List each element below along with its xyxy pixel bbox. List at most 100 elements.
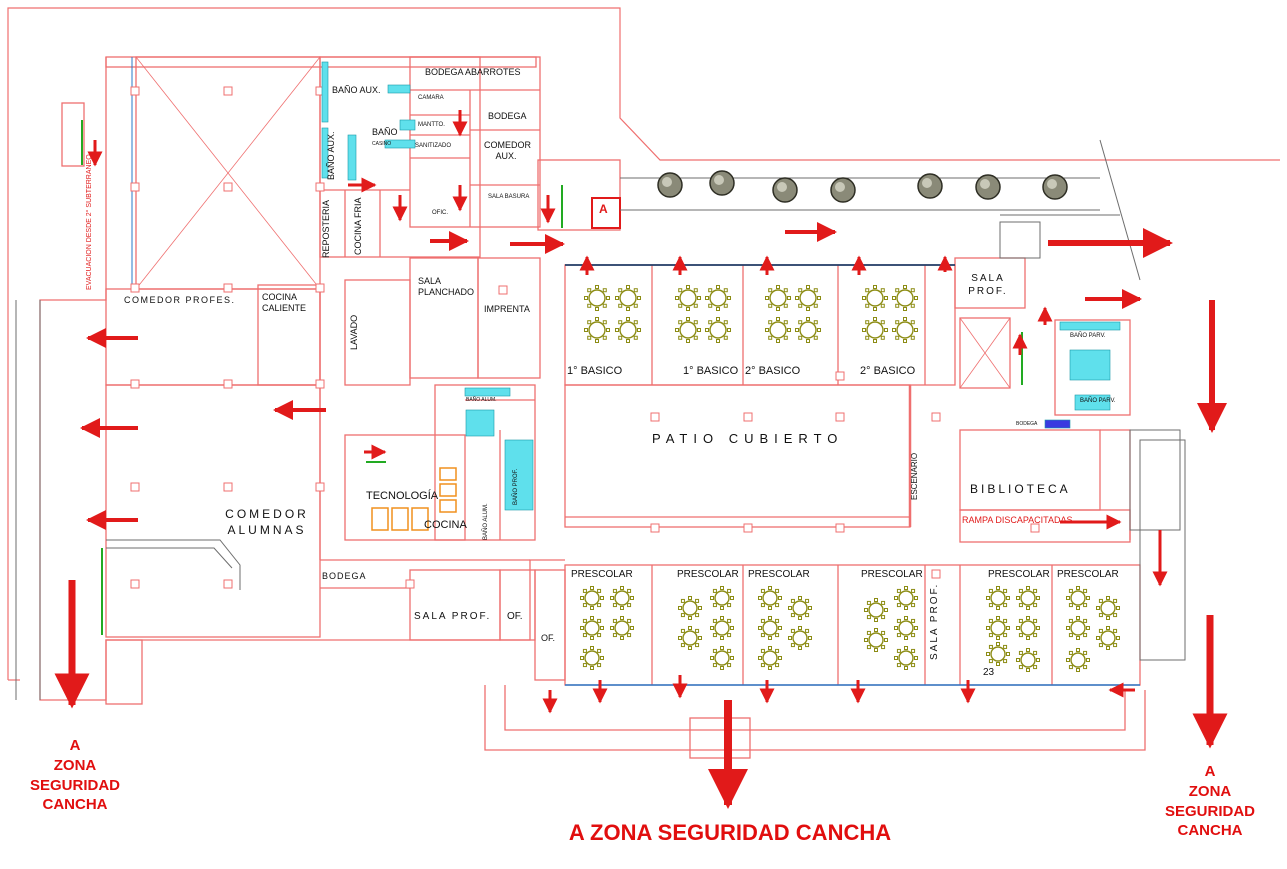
- chair-icon: [813, 320, 818, 325]
- chair-icon: [776, 285, 780, 289]
- chair-icon: [914, 626, 918, 630]
- chair-icon: [880, 303, 885, 308]
- room-label-tecnologia: TECNOLOGÍA: [366, 490, 439, 502]
- chair-icon: [712, 588, 717, 593]
- chair-icon: [1086, 626, 1090, 630]
- chair-icon: [1003, 618, 1008, 623]
- room-label-prescolar-4: PRESCOLAR: [861, 569, 923, 580]
- safety-zone-left-line-3: SEGURIDAD: [29, 776, 120, 794]
- chair-icon: [1026, 606, 1030, 610]
- chair-icon: [595, 307, 599, 311]
- chair-icon: [1033, 650, 1038, 655]
- chair-icon: [610, 626, 614, 630]
- chair-icon: [1116, 606, 1120, 610]
- room-label-bano: BAÑO: [372, 127, 398, 137]
- round-table-icon: [990, 646, 1006, 662]
- chair-icon: [783, 320, 788, 325]
- chair-icon: [895, 288, 900, 293]
- round-table-icon: [1020, 590, 1036, 606]
- chair-icon: [678, 636, 682, 640]
- chair-icon: [1003, 588, 1008, 593]
- chair-icon: [705, 296, 709, 300]
- chair-icon: [680, 643, 685, 648]
- chair-icon: [618, 335, 623, 340]
- chair-icon: [1113, 598, 1118, 603]
- chair-icon: [775, 663, 780, 668]
- chair-icon: [1026, 648, 1030, 652]
- round-table-icon: [866, 321, 884, 339]
- chair-icon: [618, 288, 623, 293]
- chair-icon: [790, 643, 795, 648]
- chair-icon: [862, 328, 866, 332]
- chair-icon: [580, 626, 584, 630]
- round-table-icon: [866, 289, 884, 307]
- chair-icon: [866, 630, 871, 635]
- chair-icon: [904, 666, 908, 670]
- chair-icon: [1026, 636, 1030, 640]
- chair-icon: [806, 285, 810, 289]
- chair-icon: [698, 606, 702, 610]
- chair-icon: [996, 662, 1000, 666]
- chair-icon: [587, 320, 592, 325]
- room-label-prescolar-5: PRESCOLAR: [988, 569, 1050, 580]
- chair-icon: [633, 335, 638, 340]
- chair-icon: [910, 288, 915, 293]
- chair-icon: [776, 317, 780, 321]
- chair-icon: [813, 303, 818, 308]
- room-label-biblioteca: BIBLIOTECA: [970, 482, 1071, 496]
- chair-icon: [710, 656, 714, 660]
- chair-icon: [805, 598, 810, 603]
- chair-icon: [582, 633, 587, 638]
- chair-icon: [903, 317, 907, 321]
- chair-icon: [768, 646, 772, 650]
- chair-icon: [686, 317, 690, 321]
- chair-icon: [1083, 588, 1088, 593]
- chair-icon: [873, 317, 877, 321]
- chair-icon: [988, 633, 993, 638]
- chair-icon: [627, 603, 632, 608]
- chair-icon: [582, 603, 587, 608]
- chair-icon: [695, 598, 700, 603]
- chair-icon: [986, 652, 990, 656]
- chair-icon: [790, 598, 795, 603]
- chair-icon: [760, 603, 765, 608]
- chair-icon: [712, 663, 717, 668]
- round-table-icon: [896, 289, 914, 307]
- chair-icon: [720, 636, 724, 640]
- chair-icon: [805, 613, 810, 618]
- chair-icon: [911, 633, 916, 638]
- room-label-bodega-abarrotes: BODEGA ABARROTES: [425, 67, 521, 77]
- chair-icon: [881, 615, 886, 620]
- room-label-cocina: COCINA: [424, 519, 467, 531]
- chair-icon: [1003, 644, 1008, 649]
- chair-icon: [892, 296, 896, 300]
- chair-icon: [765, 296, 769, 300]
- chair-icon: [865, 335, 870, 340]
- chair-icon: [768, 288, 773, 293]
- chair-icon: [582, 648, 587, 653]
- chair-icon: [880, 320, 885, 325]
- chair-icon: [730, 596, 734, 600]
- chair-icon: [988, 618, 993, 623]
- chair-icon: [1098, 613, 1103, 618]
- chair-icon: [597, 633, 602, 638]
- chair-icon: [760, 648, 765, 653]
- chair-icon: [768, 335, 773, 340]
- round-table-icon: [584, 590, 600, 606]
- room-label-cocina-fria: COCINA FRIA: [353, 197, 363, 255]
- chair-icon: [716, 339, 720, 343]
- chair-icon: [988, 588, 993, 593]
- chair-icon: [788, 636, 792, 640]
- round-table-icon: [709, 321, 727, 339]
- chair-icon: [865, 303, 870, 308]
- round-table-icon: [1070, 652, 1086, 668]
- chair-icon: [1033, 665, 1038, 670]
- chair-icon: [1068, 588, 1073, 593]
- chair-icon: [1096, 606, 1100, 610]
- chair-icon: [910, 303, 915, 308]
- chair-icon: [712, 648, 717, 653]
- safety-zone-right-line-1: A: [1204, 763, 1216, 780]
- room-label-1-basico-b: 1° BASICO: [683, 365, 739, 377]
- chair-icon: [693, 303, 698, 308]
- chair-icon: [894, 626, 898, 630]
